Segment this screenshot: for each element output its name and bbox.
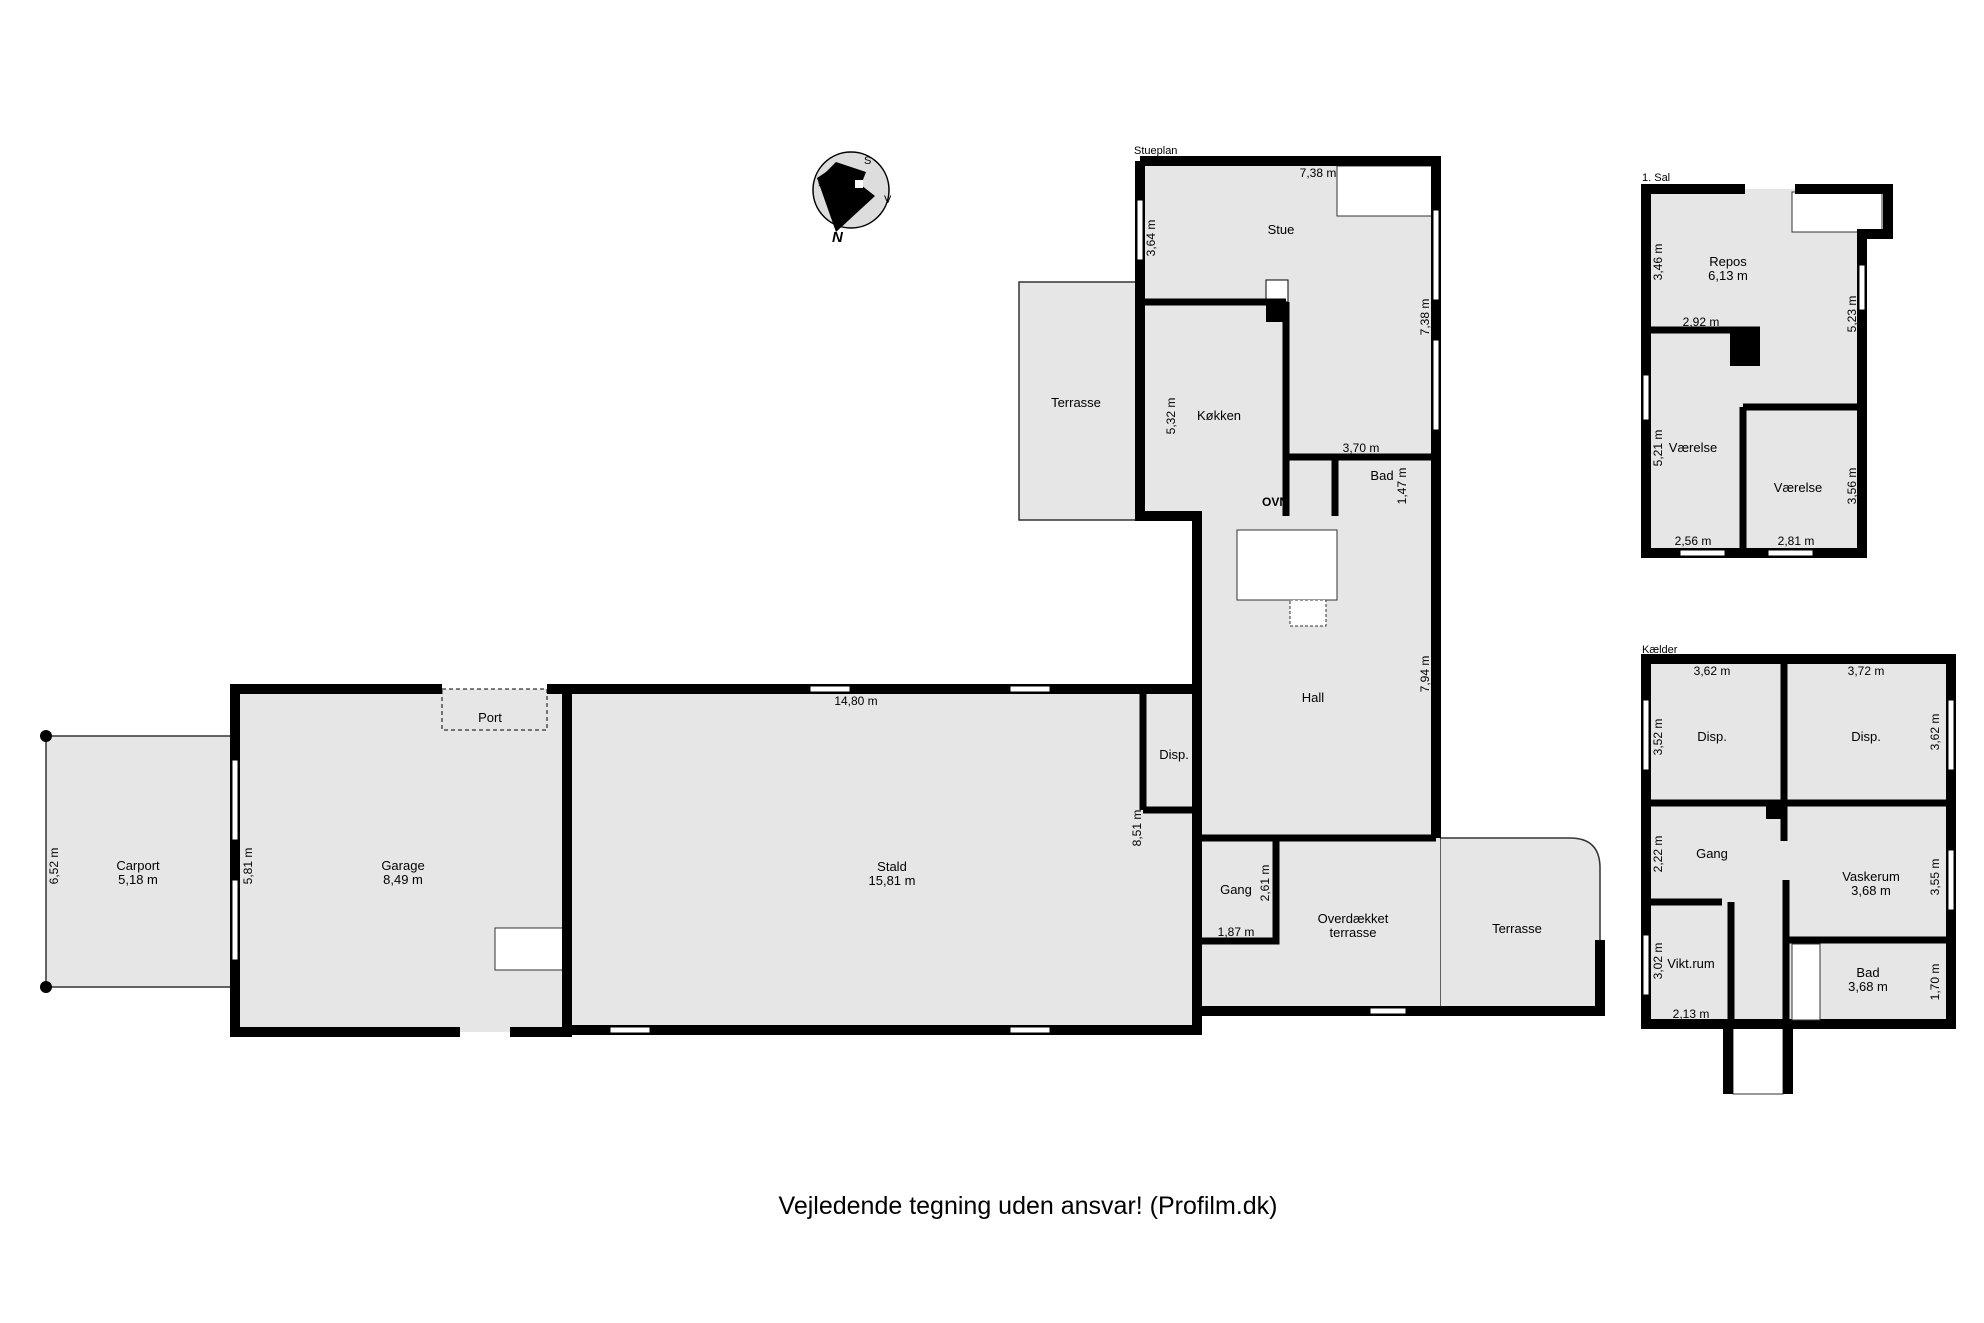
compass-o: Ø (818, 177, 827, 189)
dim-label: 3,52 m (1651, 719, 1665, 756)
room-disp-2: Disp. (1851, 729, 1881, 744)
room-terrasse-west: Terrasse (1051, 395, 1101, 410)
dim-label: 3,62 m (1928, 714, 1942, 751)
dim-label: 3,62 m (1694, 664, 1731, 678)
compass-s: S (864, 155, 871, 167)
room-disp-1: Disp. (1697, 729, 1727, 744)
disclaimer-text: Vejledende tegning uden ansvar! (Profilm… (779, 1192, 1278, 1220)
dim-label: 1,87 m (1218, 925, 1255, 939)
dim-label: 3,46 m (1651, 244, 1665, 281)
dim-label: 5,32 m (1164, 398, 1178, 435)
dim-label: 1,70 m (1928, 964, 1942, 1001)
first-floor-plan: 1. Sal Repos 6,13 m 3,46 m 5,23 m 2,92 m… (1641, 172, 1893, 558)
room-disp: Disp. (1159, 747, 1189, 762)
area-label: 3,68 m (1848, 979, 1888, 994)
compass-v: V (884, 194, 892, 206)
ground-floor-plan: Stueplan (40, 145, 1605, 1037)
room-viktrum: Vikt.rum (1667, 956, 1714, 971)
room-carport: Carport (116, 858, 160, 873)
dim-label: 3,56 m (1845, 468, 1859, 505)
dim-label: 3,55 m (1928, 859, 1942, 896)
dim-label: 3,02 m (1651, 943, 1665, 980)
dim-label: 1,47 m (1395, 468, 1409, 505)
basement-plan: Kælder 3,62 m 3,72 m Disp. Disp. 3,52 m … (1641, 644, 1956, 1095)
dim-label: 2,92 m (1683, 315, 1720, 329)
dim-label: 7,38 m (1418, 299, 1432, 336)
area-label: 6,13 m (1708, 268, 1748, 283)
dim-label: 2,22 m (1651, 836, 1665, 873)
room-stald: Stald (877, 859, 907, 874)
dim-label: 2,61 m (1258, 865, 1272, 902)
dim-label: 7,94 m (1418, 656, 1432, 693)
room-terrasse-east: Terrasse (1492, 921, 1542, 936)
terrasse-west (1018, 281, 1141, 521)
carport (45, 735, 236, 988)
area-label: 3,68 m (1851, 883, 1891, 898)
room-garage: Garage (381, 858, 424, 873)
area-label: 5,18 m (118, 872, 158, 887)
room-overdaekket-2: terrasse (1330, 925, 1377, 940)
dim-label: 3,70 m (1343, 441, 1380, 455)
room-stue: Stue (1268, 222, 1295, 237)
room-gang: Gang (1220, 882, 1252, 897)
dim-label: 2,56 m (1675, 534, 1712, 548)
room-gang: Gang (1696, 846, 1728, 861)
plan-label: Kælder (1642, 644, 1678, 656)
dim-label: 14,80 m (834, 694, 877, 708)
area-label: 8,49 m (383, 872, 423, 887)
room-kokken: Køkken (1197, 408, 1241, 423)
area-label: 15,81 m (869, 873, 916, 888)
dim-label: 7,38 m (1300, 166, 1337, 180)
dim-label: 2,13 m (1673, 1007, 1710, 1021)
dim-label: 5,21 m (1651, 430, 1665, 467)
dim-label: 8,51 m (1130, 810, 1144, 847)
dim-label: 3,72 m (1848, 664, 1885, 678)
compass-icon: S Ø V N (812, 151, 892, 246)
room-vaskerum: Vaskerum (1842, 869, 1900, 884)
room-vaerelse-1: Værelse (1669, 440, 1717, 455)
room-bad: Bad (1370, 468, 1393, 483)
compass-n: N (832, 229, 844, 246)
port-label: Port (478, 710, 502, 725)
plan-label: 1. Sal (1642, 172, 1670, 184)
room-bad: Bad (1856, 965, 1879, 980)
plan-label: Stueplan (1134, 145, 1177, 157)
room-repos: Repos (1709, 254, 1747, 269)
oven-label: OVN (1262, 495, 1288, 509)
dim-label: 5,23 m (1845, 296, 1859, 333)
dim-label: 6,52 m (47, 848, 61, 885)
room-hall: Hall (1302, 690, 1325, 705)
dim-label: 2,81 m (1778, 534, 1815, 548)
dim-label: 5,81 m (241, 848, 255, 885)
dim-label: 3,64 m (1144, 220, 1158, 257)
room-overdaekket: Overdækket (1318, 911, 1389, 926)
room-vaerelse-2: Værelse (1774, 480, 1822, 495)
